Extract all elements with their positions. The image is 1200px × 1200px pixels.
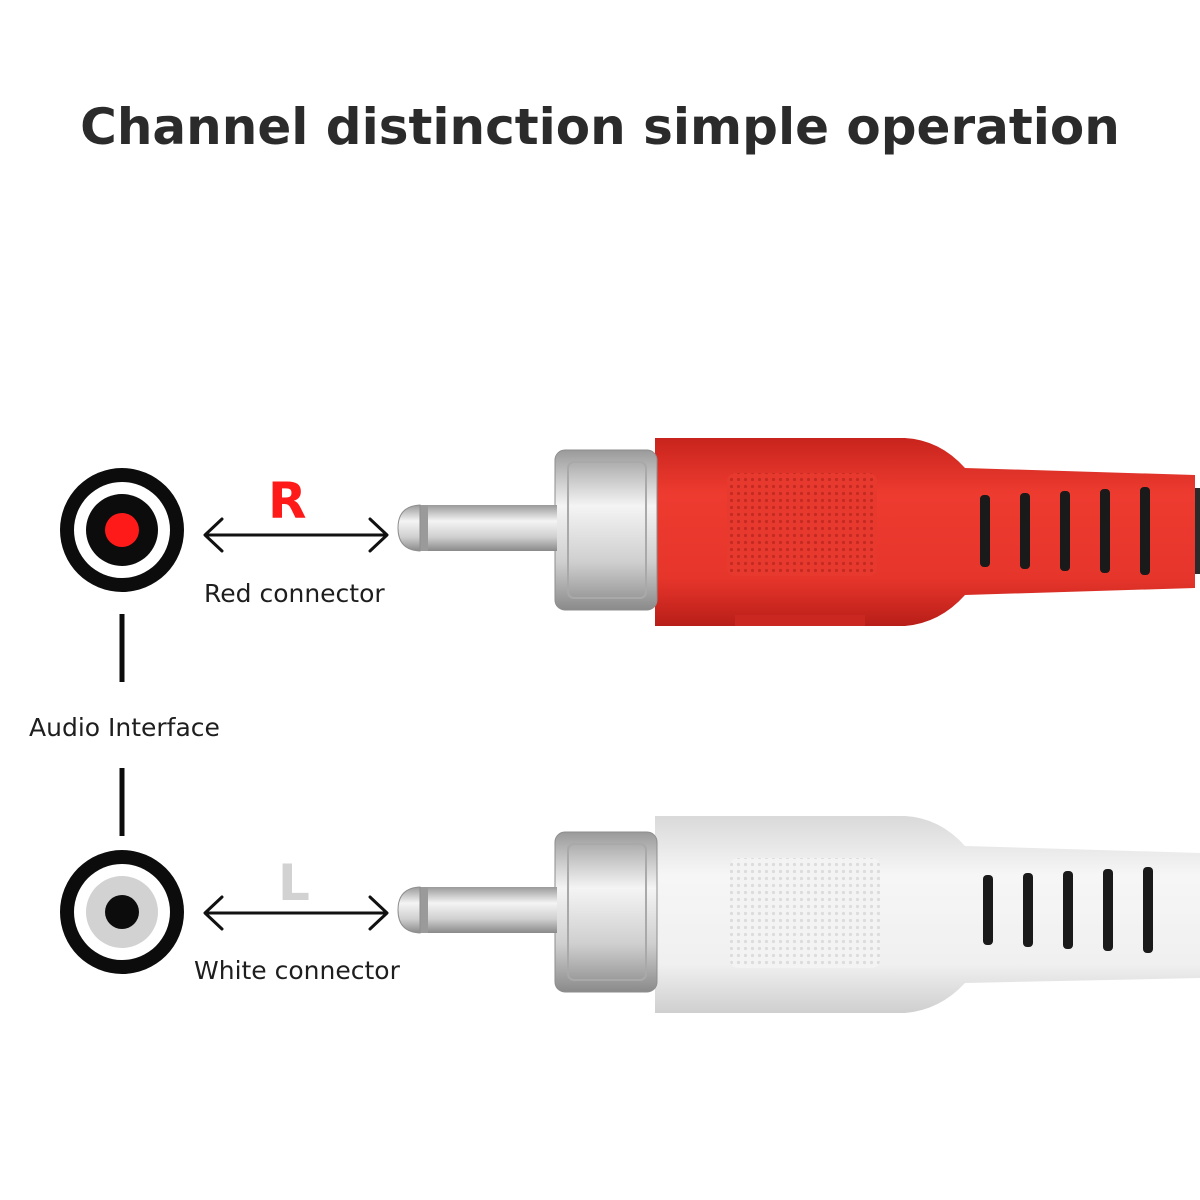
red-connector-label: Red connector [204, 579, 385, 608]
white-connector-label: White connector [194, 956, 400, 985]
white-jack-icon [60, 850, 184, 974]
white-double-arrow-icon [203, 895, 389, 931]
audio-interface-label: Audio Interface [29, 713, 220, 742]
left-channel-letter: L [278, 854, 310, 912]
page-title: Channel distinction simple operation [80, 98, 1120, 156]
red-rca-plug [397, 438, 1200, 626]
red-double-arrow-icon [203, 517, 389, 553]
white-rca-plug [397, 816, 1200, 1013]
red-jack-icon [60, 468, 184, 592]
right-channel-letter: R [268, 472, 307, 530]
